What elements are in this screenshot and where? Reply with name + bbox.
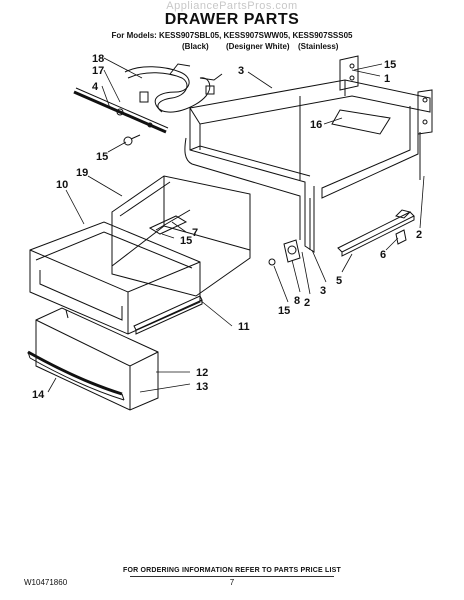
callout-4: 4 bbox=[92, 81, 99, 93]
callout-1: 1 bbox=[384, 73, 390, 85]
callout-15: 15 bbox=[278, 305, 290, 317]
callout-11: 11 bbox=[238, 321, 250, 333]
drawer-front-drawing bbox=[27, 307, 159, 411]
callout-15: 15 bbox=[180, 235, 192, 247]
finish-designer-white: (Designer White) bbox=[226, 42, 290, 51]
page-number: 7 bbox=[229, 578, 235, 587]
callout-16: 16 bbox=[310, 119, 322, 131]
callout-7: 7 bbox=[192, 227, 198, 239]
callout-3: 3 bbox=[320, 285, 326, 297]
callout-8: 8 bbox=[294, 295, 300, 307]
drawer-body-drawing bbox=[29, 221, 201, 335]
terminal-bar-drawing bbox=[73, 87, 169, 134]
callout-15: 15 bbox=[384, 59, 396, 71]
leader-lines bbox=[47, 57, 425, 393]
drawer-glide-drawing bbox=[133, 295, 203, 335]
drawer-frame-drawing bbox=[184, 55, 433, 253]
callout-3: 3 bbox=[238, 65, 244, 77]
callouts: 18 17 4 15 10 19 7 15 12 14 13 11 3 1 15… bbox=[32, 53, 422, 401]
callout-19: 19 bbox=[76, 167, 88, 179]
slide-rail-drawing bbox=[337, 209, 415, 257]
page-title: DRAWER PARTS bbox=[164, 11, 300, 28]
watermark: AppliancePartsPros.com bbox=[166, 0, 298, 12]
callout-5: 5 bbox=[336, 275, 342, 287]
finish-stainless: (Stainless) bbox=[298, 42, 339, 51]
ordering-note: FOR ORDERING INFORMATION REFER TO PARTS … bbox=[122, 567, 342, 574]
callout-18: 18 bbox=[92, 53, 104, 65]
screw-drawing bbox=[123, 134, 141, 146]
callout-10: 10 bbox=[56, 179, 68, 191]
callout-2: 2 bbox=[304, 297, 310, 309]
bracket-drawing bbox=[268, 239, 301, 266]
callout-13: 13 bbox=[196, 381, 208, 393]
callout-14: 14 bbox=[32, 389, 45, 401]
document-number: W10471860 bbox=[24, 578, 68, 587]
models-line: For Models: KESS907SBL05, KESS907SWW05, … bbox=[111, 31, 353, 40]
heater-element-drawing bbox=[124, 63, 223, 113]
callout-6: 6 bbox=[380, 249, 386, 261]
callout-15: 15 bbox=[96, 151, 108, 163]
callout-17: 17 bbox=[92, 65, 104, 77]
finish-black: (Black) bbox=[182, 42, 209, 51]
callout-2: 2 bbox=[416, 229, 422, 241]
footer-divider bbox=[130, 576, 334, 577]
callout-12: 12 bbox=[196, 367, 208, 379]
